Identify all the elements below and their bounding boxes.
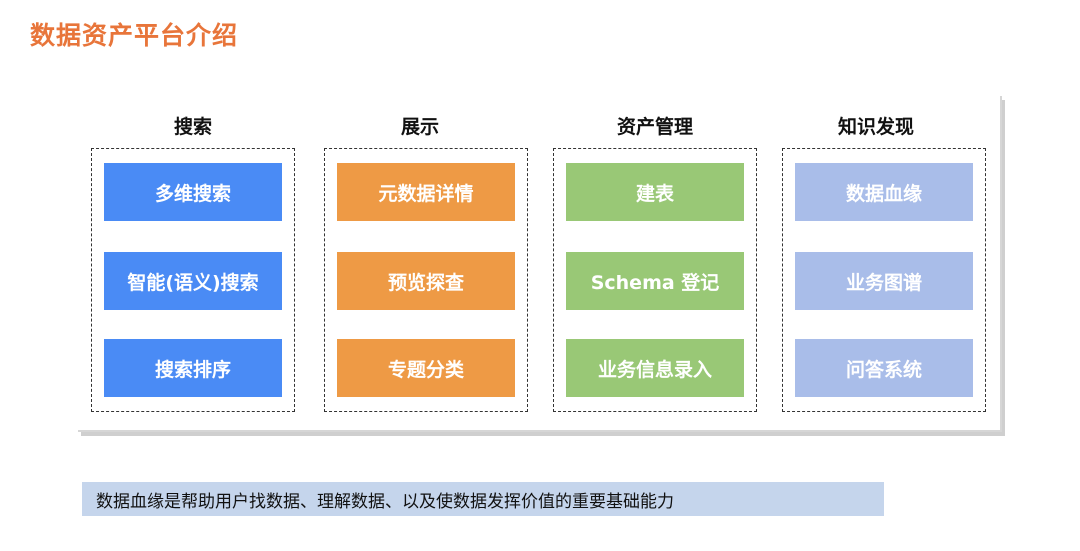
- box-search-ranking: 搜索排序: [104, 339, 282, 397]
- box-business-graph: 业务图谱: [795, 252, 973, 310]
- box-qa-system: 问答系统: [795, 339, 973, 397]
- column-group-search: 多维搜索 智能(语义)搜索 搜索排序: [91, 148, 295, 412]
- column-header-display: 展示: [400, 116, 439, 138]
- column-group-knowledge-discovery: 数据血缘 业务图谱 问答系统: [782, 148, 986, 412]
- page-title: 数据资产平台介绍: [30, 21, 239, 50]
- box-schema-register: Schema 登记: [566, 252, 744, 310]
- lineage-note: 数据血缘是帮助用户找数据、理解数据、以及使数据发挥价值的重要基础能力: [82, 482, 884, 516]
- box-preview-explore: 预览探查: [337, 252, 515, 310]
- column-header-asset-management: 资产管理: [616, 116, 693, 138]
- box-metadata-detail: 元数据详情: [337, 163, 515, 221]
- box-create-table: 建表: [566, 163, 744, 221]
- box-topic-category: 专题分类: [337, 339, 515, 397]
- column-group-display: 元数据详情 预览探查 专题分类: [324, 148, 528, 412]
- column-header-search: 搜索: [173, 116, 212, 138]
- column-group-asset-management: 建表 Schema 登记 业务信息录入: [553, 148, 757, 412]
- box-data-lineage: 数据血缘: [795, 163, 973, 221]
- column-header-knowledge-discovery: 知识发现: [837, 116, 914, 138]
- box-multi-search: 多维搜索: [104, 163, 282, 221]
- box-business-info-entry: 业务信息录入: [566, 339, 744, 397]
- box-semantic-search: 智能(语义)搜索: [104, 252, 282, 310]
